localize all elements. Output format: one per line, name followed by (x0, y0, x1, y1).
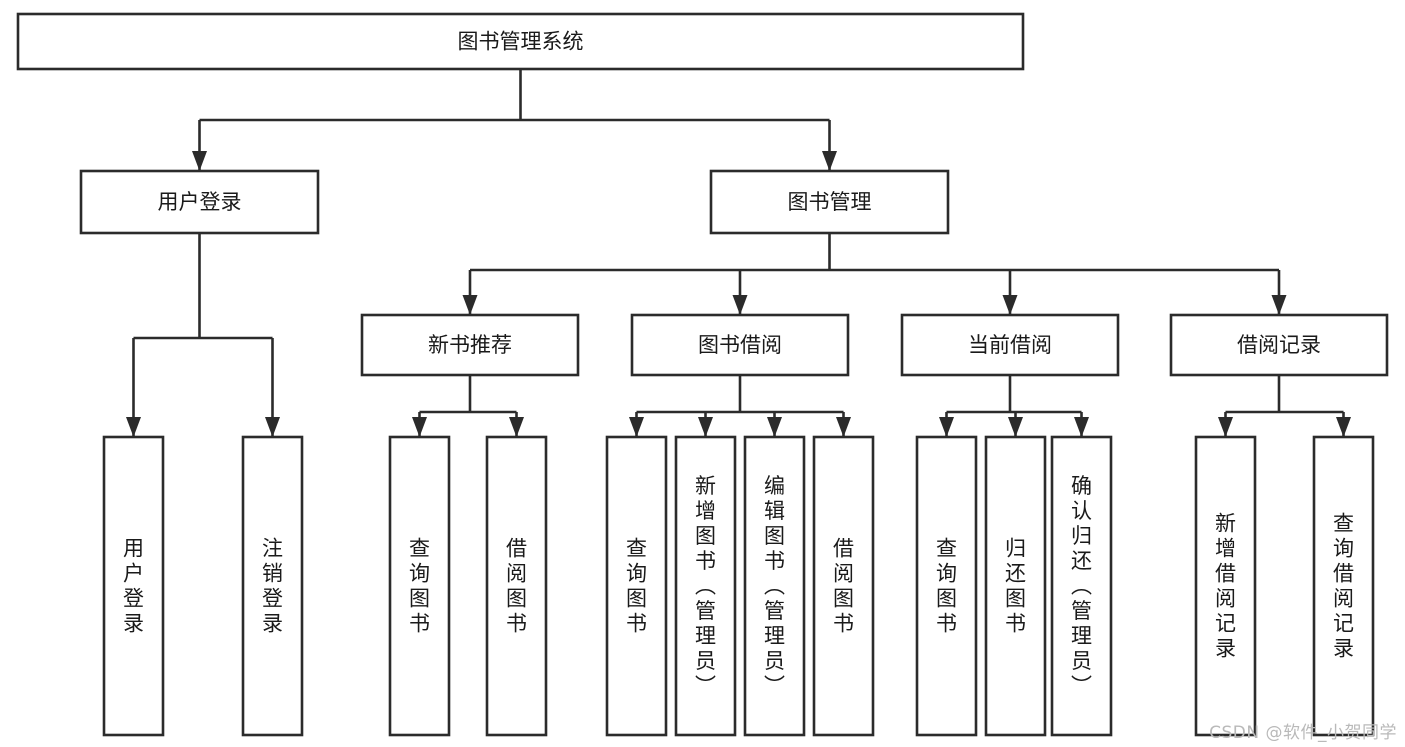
node-label: 注销登录 (262, 537, 283, 636)
node-label: 新增图书︵管理员︶ (695, 474, 716, 698)
node-leaf-return-book[interactable]: 归还图书 (984, 435, 1047, 737)
node-box (915, 435, 978, 737)
node-label: 用户登录 (123, 537, 144, 636)
node-box (360, 313, 580, 377)
arrow-head (126, 417, 141, 437)
node-box (743, 435, 806, 737)
arrow-head (265, 417, 280, 437)
node-label: 确认归还︵管理员︶ (1071, 474, 1092, 698)
node-leaf-add-book[interactable]: 新增图书︵管理员︶ (674, 435, 737, 737)
node-box (1194, 435, 1257, 737)
node-box (16, 12, 1025, 71)
arrow-head (1271, 295, 1287, 315)
node-leaf-logout[interactable]: 注销登录 (241, 435, 304, 737)
node-leaf-confirm-return[interactable]: 确认归还︵管理员︶ (1050, 435, 1113, 737)
arrow-head (462, 295, 478, 315)
node-current-borrow[interactable]: 当前借阅 (900, 313, 1120, 377)
node-box (605, 435, 668, 737)
arrow-head (412, 417, 427, 437)
arrow-head (836, 417, 851, 437)
node-label: 借阅图书 (506, 537, 527, 636)
csdn-watermark: CSDN @软件_小贺同学 (1209, 723, 1397, 743)
node-leaf-edit-book[interactable]: 编辑图书︵管理员︶ (743, 435, 806, 737)
node-label: 新书推荐 (428, 333, 512, 357)
node-leaf-query-book-borrow[interactable]: 查询图书 (605, 435, 668, 737)
arrow-head (1336, 417, 1351, 437)
node-box (388, 435, 451, 737)
arrow-head (1218, 417, 1233, 437)
node-book-borrow[interactable]: 图书借阅 (630, 313, 850, 377)
node-box (812, 435, 875, 737)
node-box (102, 435, 165, 737)
node-box (1312, 435, 1375, 737)
node-label: 归还图书 (1005, 537, 1026, 636)
node-root[interactable]: 图书管理系统 (16, 12, 1025, 71)
node-leaf-add-borrow-record[interactable]: 新增借阅记录 (1194, 435, 1257, 737)
node-label: 查询图书 (626, 537, 647, 636)
arrow-head (509, 417, 524, 437)
node-leaf-query-book-recommend[interactable]: 查询图书 (388, 435, 451, 737)
arrow-head (192, 151, 207, 171)
node-label: 用户登录 (158, 190, 242, 214)
node-box (630, 313, 850, 377)
node-leaf-borrow-book-recommend[interactable]: 借阅图书 (485, 435, 548, 737)
node-label: 查询借阅记录 (1333, 512, 1354, 661)
node-label: 借阅记录 (1237, 333, 1321, 357)
node-label: 新增借阅记录 (1215, 512, 1236, 661)
arrow-head (698, 417, 713, 437)
nodes-layer: 图书管理系统用户登录图书管理新书推荐图书借阅当前借阅借阅记录用户登录注销登录查询… (16, 12, 1389, 737)
arrow-head (1074, 417, 1089, 437)
node-box (709, 169, 950, 235)
node-box (485, 435, 548, 737)
node-leaf-query-borrow-record[interactable]: 查询借阅记录 (1312, 435, 1375, 737)
node-box (900, 313, 1120, 377)
node-label: 查询图书 (409, 537, 430, 636)
node-user-login[interactable]: 用户登录 (79, 169, 320, 235)
node-box (1050, 435, 1113, 737)
node-label: 查询图书 (936, 537, 957, 636)
node-box (79, 169, 320, 235)
arrow-head (939, 417, 954, 437)
node-new-book-recommend[interactable]: 新书推荐 (360, 313, 580, 377)
arrow-head (822, 151, 837, 171)
node-leaf-query-book-current[interactable]: 查询图书 (915, 435, 978, 737)
node-box (241, 435, 304, 737)
node-label: 编辑图书︵管理员︶ (764, 474, 785, 698)
node-borrow-record[interactable]: 借阅记录 (1169, 313, 1389, 377)
node-label: 图书管理系统 (458, 30, 584, 54)
node-leaf-borrow-book[interactable]: 借阅图书 (812, 435, 875, 737)
node-label: 图书借阅 (698, 333, 782, 357)
node-box (984, 435, 1047, 737)
node-box (674, 435, 737, 737)
node-label: 图书管理 (788, 190, 872, 214)
arrow-head (767, 417, 782, 437)
arrow-head (1002, 295, 1018, 315)
node-label: 当前借阅 (968, 333, 1052, 357)
node-book-manage[interactable]: 图书管理 (709, 169, 950, 235)
connectors-layer (126, 69, 1351, 437)
node-leaf-user-login[interactable]: 用户登录 (102, 435, 165, 737)
arrow-head (629, 417, 644, 437)
node-label: 借阅图书 (833, 537, 854, 636)
arrow-head (732, 295, 748, 315)
node-box (1169, 313, 1389, 377)
arrow-head (1008, 417, 1023, 437)
